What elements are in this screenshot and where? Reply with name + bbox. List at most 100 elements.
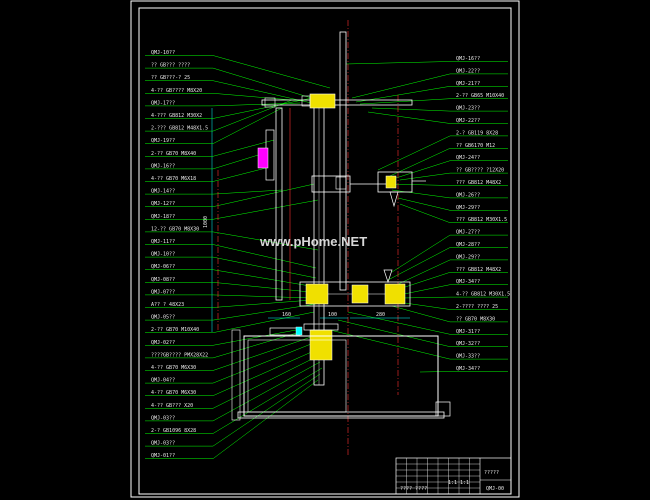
right-part-label: QMJ-27??	[456, 230, 480, 236]
left-part-label: QMJ-03??	[151, 441, 175, 447]
right-part-label: 2-? GB119 8X28	[456, 130, 498, 136]
right-part-label: QMJ-29??	[456, 254, 480, 260]
right-part-label: QMJ-24??	[456, 155, 480, 161]
coupling	[295, 326, 303, 336]
leader-line	[367, 111, 451, 124]
leader-line	[212, 55, 331, 89]
left-part-label: 4-?? GB70 M6X30	[151, 390, 196, 396]
left-part-label: QMJ-06??	[151, 264, 175, 270]
leader-line	[212, 299, 313, 308]
leader-line	[212, 244, 317, 269]
lower-tool	[383, 269, 393, 284]
left-part-label: 4-??? GB812 M30X2	[151, 113, 202, 119]
leader-line	[212, 335, 315, 371]
left-motor	[257, 147, 269, 169]
right-part-label: ?? GB6170 M12	[456, 143, 495, 149]
left-part-label: QMJ-19??	[151, 138, 175, 144]
left-part-label: ?? GB??? ????	[151, 63, 190, 69]
leader-line	[397, 197, 451, 211]
carriage-nut	[335, 176, 347, 190]
leader-line	[212, 349, 317, 396]
leader-line	[371, 107, 451, 112]
left-part-label: QMJ-01??	[151, 453, 175, 459]
leader-line	[212, 139, 275, 157]
leader-line	[212, 183, 315, 207]
left-part-label: QMJ-08??	[151, 277, 175, 283]
leader-line	[377, 135, 451, 171]
left-part-label: 2-??? GB812 M48X1.5	[151, 126, 208, 132]
leader-line	[351, 73, 451, 99]
right-part-label: QMJ-28??	[456, 242, 480, 248]
right-part-label: QMJ-33??	[456, 354, 480, 360]
leader-line	[212, 107, 283, 144]
leader-line	[359, 98, 451, 105]
top-crossbar	[261, 99, 413, 106]
left-part-label: QMJ-04??	[151, 378, 175, 384]
leader-line	[337, 319, 451, 347]
right-part-label: 2-?? GB65 M10X40	[456, 93, 504, 99]
right-part-label: 2-???? ???? 25	[456, 304, 498, 310]
leader-line	[212, 294, 313, 299]
lower-bearing-left	[305, 283, 329, 305]
leader-line	[391, 305, 451, 323]
left-part-label: QMJ-10??	[151, 50, 175, 56]
watermark: www.pHome.NET	[259, 234, 367, 249]
leader-line	[389, 148, 451, 177]
drawing-name: ?????	[484, 470, 499, 476]
leader-line	[397, 301, 451, 310]
top-bearing-block	[309, 93, 336, 109]
scale-text: 1:1 1:1	[448, 480, 469, 486]
leader-line	[212, 355, 319, 409]
leader-line	[212, 189, 283, 195]
leader-line	[355, 86, 451, 103]
left-part-label: QMJ-11??	[151, 239, 175, 245]
sheet-border	[130, 0, 520, 498]
leader-line	[212, 373, 321, 447]
right-part-label: ??? GB812 M48X2	[456, 267, 501, 273]
main-lead-screw	[339, 31, 347, 291]
right-head-bearing	[385, 175, 397, 189]
top-left-clamp	[264, 97, 276, 108]
right-part-label: QMJ-22??	[456, 118, 480, 124]
left-part-label: QMJ-18??	[151, 214, 175, 220]
lower-carriage	[299, 281, 411, 307]
leader-line	[212, 303, 317, 321]
leader-line	[212, 256, 317, 279]
base-spindle-cap	[303, 323, 339, 331]
leader-line	[212, 311, 315, 333]
right-part-label: ??? GB812 M48X2	[456, 180, 501, 186]
leader-line	[403, 284, 451, 295]
base-left-wall	[231, 329, 241, 421]
leader-line	[345, 61, 451, 65]
right-part-label: QMJ-26??	[456, 192, 480, 198]
left-part-label: 4-?? GB70 M6X18	[151, 176, 196, 182]
leader-line	[391, 189, 451, 199]
leader-line	[399, 172, 451, 181]
leader-line	[212, 379, 319, 459]
dim-100: 100	[328, 312, 337, 318]
right-part-label: ??? GB812 M30X1.5	[456, 217, 507, 223]
right-part-label: QMJ-16??	[456, 56, 480, 62]
leader-line	[329, 329, 451, 360]
left-part-label: QMJ-05??	[151, 315, 175, 321]
right-part-label: QMJ-31??	[456, 329, 480, 335]
left-part-label: QMJ-02??	[151, 340, 175, 346]
left-part-label: 2-? GB1096 8X28	[151, 428, 196, 434]
left-part-label: 2-?? GB70 M8X40	[151, 151, 196, 157]
left-part-label: 4-?? GB???? M8X20	[151, 88, 202, 94]
lower-bearing-right	[384, 283, 406, 305]
left-part-label: QMJ-07??	[151, 289, 175, 295]
right-label-column: QMJ-16??QMJ-22??QMJ-21??2-?? GB65 M10X40…	[450, 56, 510, 372]
left-part-label: QMJ-17??	[151, 100, 175, 106]
leader-line	[212, 97, 313, 119]
lower-bearing-mid	[351, 284, 369, 304]
inner-frame	[138, 7, 512, 495]
left-part-label: 12-?? GB70 M8X30	[151, 226, 199, 232]
drawing-code: QMJ-00	[486, 486, 504, 492]
leader-line	[395, 160, 451, 179]
cutting-tool	[389, 191, 399, 208]
dim-160: 160	[282, 312, 291, 318]
leader-line	[212, 329, 297, 346]
